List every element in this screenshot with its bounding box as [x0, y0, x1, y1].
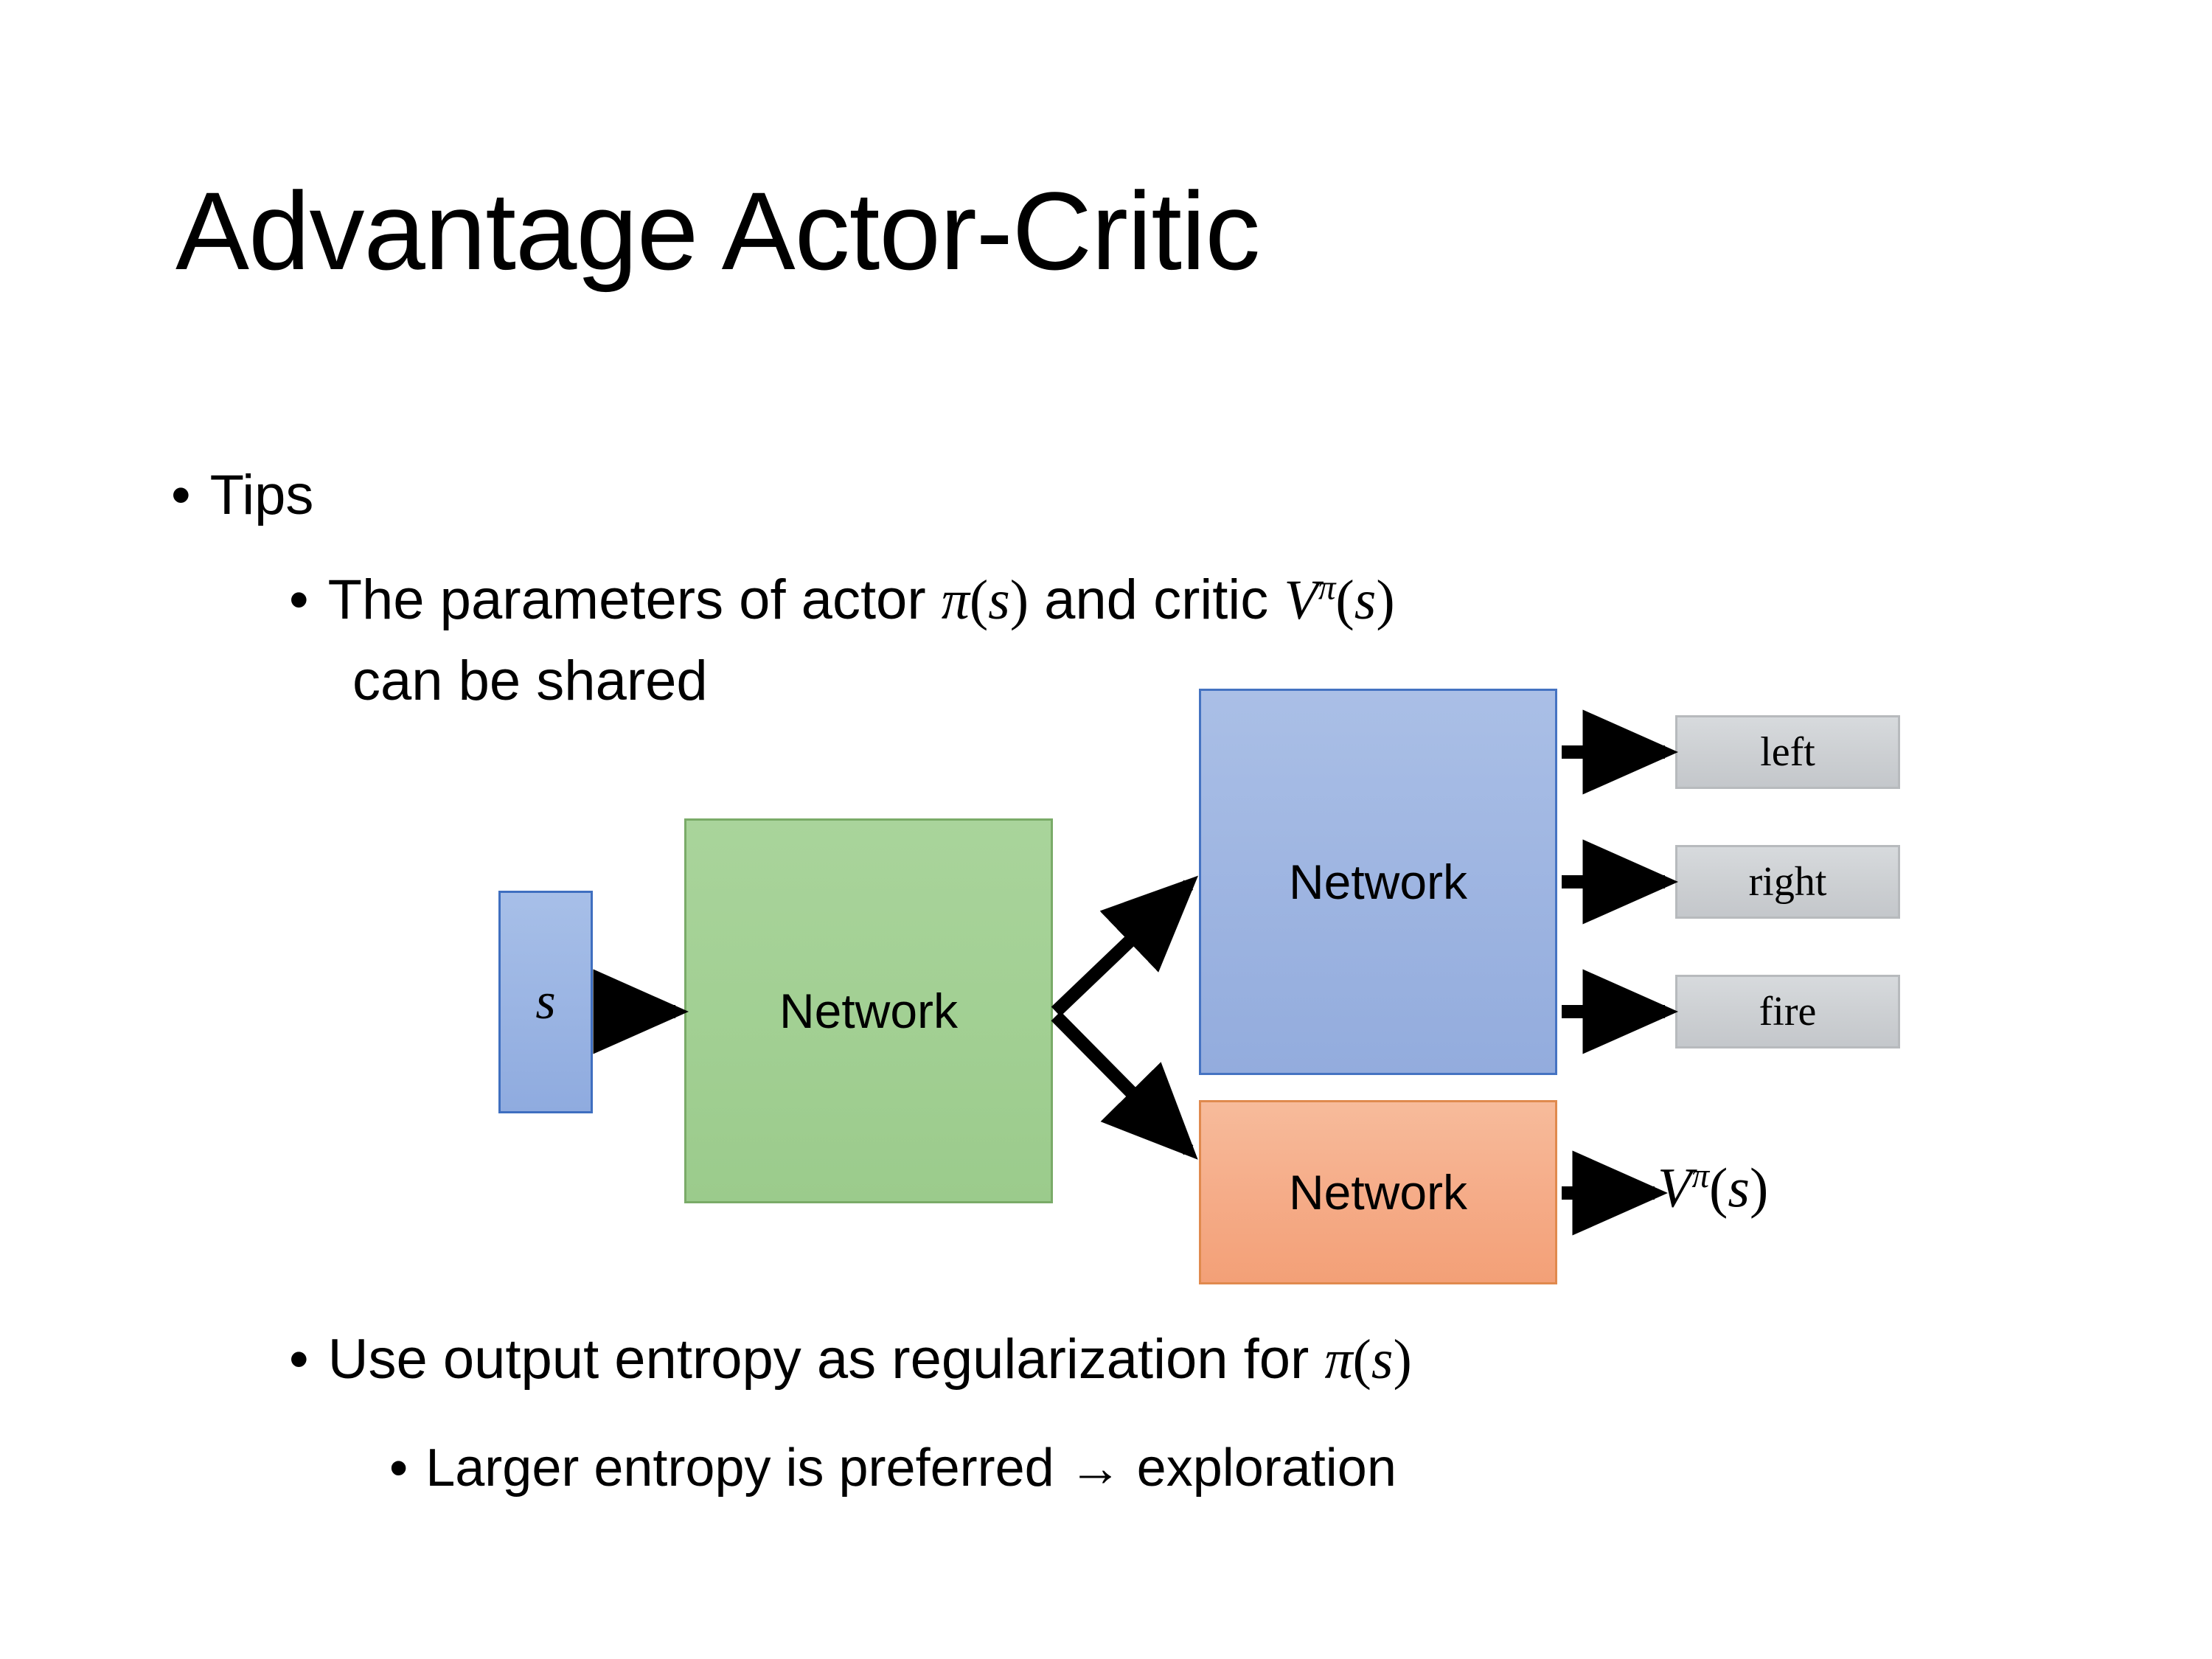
critic-output-value-label: Vπ(s)	[1658, 1156, 1768, 1220]
action-output-right-label: right	[1748, 859, 1827, 905]
v-symbol: V	[1658, 1157, 1692, 1220]
text-and-critic: and critic	[1029, 568, 1284, 631]
close-paren: )	[1376, 569, 1395, 631]
bullet-entropy-regularization-label: Use output entropy as regularization for…	[328, 1327, 1412, 1392]
close-paren: )	[1009, 569, 1029, 631]
s-symbol: s	[1354, 569, 1377, 631]
shared-network-label: Network	[779, 984, 959, 1038]
actor-network-label: Network	[1288, 855, 1468, 909]
action-output-fire: fire	[1675, 975, 1900, 1048]
bullet-larger-entropy-label: Larger entropy is preferred → exploratio…	[425, 1439, 1397, 1498]
pi-superscript: π	[1318, 568, 1336, 608]
input-state-box: s	[498, 891, 593, 1113]
arrow-shared-to-actor	[1051, 875, 1199, 1017]
critic-network-label: Network	[1288, 1165, 1468, 1220]
s-symbol: s	[988, 569, 1010, 631]
bullet-tips: • Tips	[171, 463, 313, 527]
math-v-pi-of-s: Vπ(s)	[1284, 569, 1394, 631]
pi-superscript: π	[1691, 1157, 1710, 1195]
s-symbol: s	[1371, 1329, 1394, 1391]
action-output-left: left	[1675, 715, 1900, 789]
text-use-output-entropy: Use output entropy as regularization for	[327, 1328, 1325, 1391]
bullet-dot-icon: •	[171, 464, 191, 526]
math-pi-of-s: π(s)	[1324, 1329, 1411, 1391]
s-symbol: s	[1728, 1157, 1750, 1220]
action-output-left-label: left	[1760, 729, 1815, 775]
open-paren: (	[1352, 1329, 1371, 1391]
bullet-dot-icon: •	[389, 1439, 408, 1498]
bullet-shared-parameters: • The parameters of actor π(s) and criti…	[289, 568, 1395, 633]
text-parameters-of-actor: The parameters of actor	[327, 568, 942, 631]
shared-network-box: Network	[684, 818, 1053, 1203]
bullet-dot-icon: •	[289, 568, 309, 631]
bullet-larger-entropy: • Larger entropy is preferred → explorat…	[389, 1438, 1397, 1498]
page-title: Advantage Actor-Critic	[175, 169, 1260, 293]
pi-symbol: π	[941, 569, 970, 631]
action-output-right: right	[1675, 845, 1900, 919]
bullet-entropy-regularization: • Use output entropy as regularization f…	[289, 1327, 1412, 1392]
bullet-shared-parameters-label: The parameters of actor π(s) and critic …	[328, 568, 1395, 633]
pi-symbol: π	[1324, 1329, 1353, 1391]
open-paren: (	[1335, 569, 1354, 631]
bullet-dot-icon: •	[289, 1328, 309, 1391]
arrow-shared-to-critic	[1051, 1011, 1198, 1160]
actor-network-box: Network	[1199, 689, 1557, 1075]
v-symbol: V	[1284, 569, 1318, 631]
close-paren: )	[1393, 1329, 1412, 1391]
math-pi-of-s: π(s)	[942, 569, 1029, 631]
bullet-shared-parameters-continuation: can be shared	[352, 650, 708, 712]
action-output-fire-label: fire	[1759, 989, 1817, 1034]
open-paren: (	[1709, 1157, 1728, 1220]
input-state-label: s	[535, 973, 556, 1030]
close-paren: )	[1749, 1157, 1769, 1220]
bullet-tips-label: Tips	[209, 464, 314, 526]
critic-network-box: Network	[1199, 1100, 1557, 1284]
open-paren: (	[969, 569, 989, 631]
